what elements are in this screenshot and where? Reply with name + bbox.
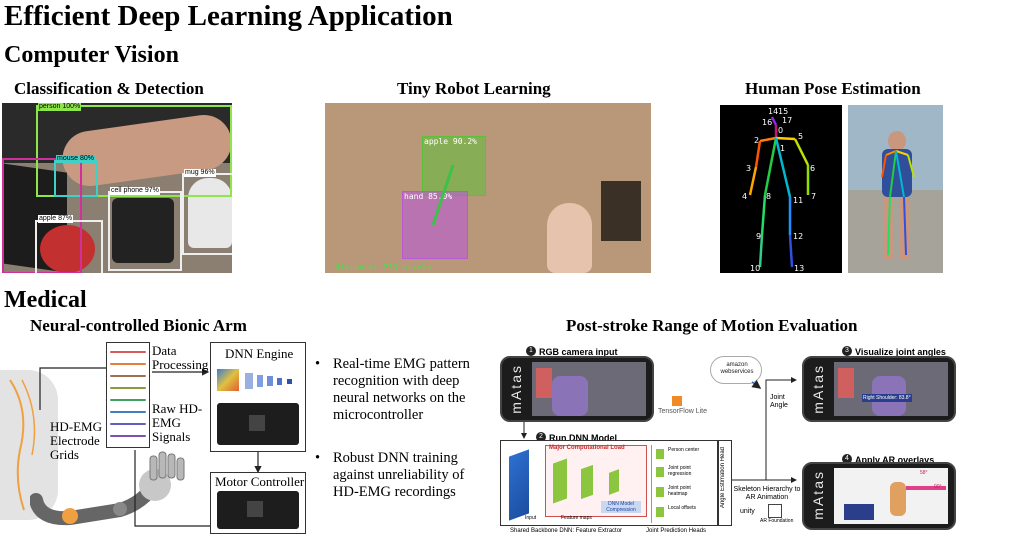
svg-text:8: 8 [766, 192, 771, 201]
mcu-board [217, 403, 299, 445]
emg-signal-box [106, 342, 150, 448]
label-input: Input [525, 515, 537, 521]
svg-text:11: 11 [793, 196, 803, 205]
pose-photo [848, 105, 943, 273]
svg-text:15: 15 [778, 107, 788, 116]
svg-text:16: 16 [762, 118, 772, 127]
label-data-processing: Data Processing [152, 343, 209, 372]
label-mouse: mouse 80% [56, 155, 95, 163]
step4-label: Apply AR overlays [855, 455, 935, 465]
svg-text:7: 7 [811, 192, 816, 201]
robot-distance: distance: 233 pixels [335, 263, 432, 272]
label-major-load: Major Computational Load [549, 445, 625, 451]
label-mug: mug 96% [184, 169, 216, 177]
step1-label: RGB camera input [539, 347, 618, 357]
bullet-item-1: • Real-time EMG pattern recognition with… [315, 356, 483, 424]
svg-text:4: 4 [742, 192, 747, 201]
label-person: person 100% [38, 103, 82, 111]
label-angle-a: 58° [920, 470, 928, 476]
phone-brand-4: mAtas [810, 470, 826, 520]
label-motor-controller: Motor Controller [215, 474, 305, 489]
svg-text:17: 17 [782, 116, 792, 125]
label-skeleton: Skeleton Hierarchy to AR Animation [733, 486, 801, 501]
label-dnn-engine: DNN Engine [225, 346, 294, 361]
bullet-text-2: Robust DNN training against unreliabilit… [333, 450, 465, 500]
caption-pose: Human Pose Estimation [745, 79, 921, 98]
detection-image: apple 87% mug 96% cell phone 97% mouse 8… [2, 103, 232, 273]
bullet-text-1: Real-time EMG pattern recognition with d… [333, 356, 470, 423]
svg-text:13: 13 [794, 264, 804, 273]
motor-controller-box: Motor Controller [210, 472, 306, 534]
joint-heads-box: Person center Joint point regression Joi… [651, 445, 714, 523]
label-angle-b: 90° [934, 484, 942, 490]
phone-input: mAtas [500, 356, 654, 422]
bbox-mug [182, 173, 232, 255]
label-compression: DNN Model Compression [601, 501, 641, 513]
section-heading-medical: Medical [4, 287, 87, 313]
label-right-shoulder: Right Shoulder: 83.8° [862, 394, 912, 402]
section-heading-cv: Computer Vision [4, 42, 179, 68]
label-backbone: Shared Backbone DNN: Feature Extractor [510, 528, 623, 534]
label-arfoundation: AR Foundation [760, 518, 794, 524]
svg-text:1: 1 [780, 144, 785, 153]
robot-hand-label: hand 85.0% [404, 192, 453, 201]
phone-brand-3: mAtas [810, 364, 826, 414]
distance-line [431, 164, 455, 226]
svg-text:14: 14 [768, 107, 778, 116]
motor-board [217, 491, 299, 529]
bullet-item-2: • Robust DNN training against unreliabil… [315, 450, 483, 501]
label-tensorflow: TensorFlow Lite [658, 408, 708, 415]
bbox-phone [108, 191, 182, 271]
label-electrode: HD-EMG Electrode Grids [50, 419, 102, 462]
bionic-diagram: HD-EMG Electrode Grids Data Processing R… [0, 340, 310, 536]
label-raw-signals: Raw HD-EMG Signals [152, 401, 203, 444]
label-apple: apple 87% [38, 215, 74, 223]
svg-text:3: 3 [746, 164, 751, 173]
svg-text:9: 9 [756, 232, 761, 241]
robot-hand-box [402, 191, 468, 259]
svg-text:6: 6 [810, 164, 815, 173]
robot-apple-label: apple 90.2% [424, 137, 477, 146]
aws-cloud-icon: amazon webservices [710, 356, 762, 384]
arfoundation-icon [768, 504, 782, 518]
dnn-model-box: Major Computational Load DNN Model Compr… [500, 440, 718, 526]
caption-robot: Tiny Robot Learning [397, 79, 551, 98]
svg-text:2: 2 [754, 136, 759, 145]
label-unity: unity [740, 508, 755, 515]
svg-text:10: 10 [750, 264, 760, 273]
bbox-apple [35, 220, 103, 273]
tensorflow-icon [672, 396, 682, 406]
caption-classification: Classification & Detection [14, 79, 204, 98]
label-joint-heads: Joint Prediction Heads [646, 528, 707, 534]
phone-ar: 58° 90° mAtas [802, 462, 956, 530]
svg-text:0: 0 [778, 126, 783, 135]
step3-label: Visualize joint angles [855, 347, 946, 357]
label-feature-maps: Feature maps [561, 515, 592, 521]
svg-text:12: 12 [793, 232, 803, 241]
phone-joint-angles: Right Shoulder: 83.8° mAtas [802, 356, 956, 422]
dnn-engine-box: DNN Engine [210, 342, 306, 452]
label-aws: amazon webservices [720, 362, 754, 375]
label-phone: cell phone 97% [110, 187, 160, 195]
bbox-keyboard [2, 158, 82, 273]
svg-text:5: 5 [798, 132, 803, 141]
step2-label: Run DNN Model [549, 433, 617, 443]
bbox-person [36, 105, 232, 197]
caption-bionic: Neural-controlled Bionic Arm [30, 316, 247, 335]
angle-head-box: Angle Estimation Head [718, 440, 732, 526]
page-title: Efficient Deep Learning Application [4, 0, 453, 32]
caption-stroke: Post-stroke Range of Motion Evaluation [566, 316, 858, 335]
robot-image: apple 90.2% hand 85.0% distance: 233 pix… [325, 103, 651, 273]
label-joint-angle: Joint Angle [770, 394, 788, 409]
